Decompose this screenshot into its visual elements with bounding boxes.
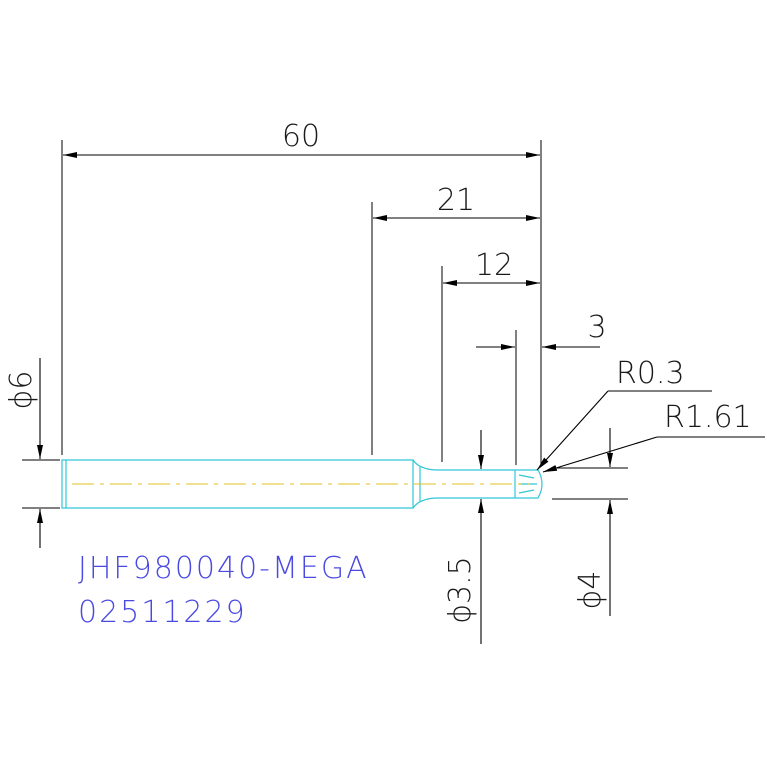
- dim-neck-length: 21: [371, 183, 540, 455]
- dim-3-label: 3: [587, 310, 606, 345]
- dim-shank-diameter: ϕ6: [4, 358, 60, 548]
- phi35-label: ϕ3.5: [443, 556, 478, 624]
- dim-reduced-length: 12: [441, 248, 540, 462]
- dim-flute-length: 3: [476, 310, 607, 465]
- dim-60-label: 60: [282, 119, 320, 154]
- phi4-label: ϕ4: [573, 571, 608, 610]
- serial-number: 02511229: [78, 595, 247, 630]
- dim-corner-radius: R0.3: [536, 356, 712, 471]
- dim-overall-length: 60: [61, 119, 542, 465]
- phi6-label: ϕ6: [4, 371, 39, 410]
- r03-label: R0.3: [616, 356, 685, 391]
- dim-neck-diameter: ϕ3.5: [443, 430, 484, 644]
- dim-cutter-diameter: ϕ4: [552, 428, 628, 616]
- part-number: JHF980040-MEGA: [78, 551, 369, 586]
- r161-label: R1.61: [664, 400, 752, 435]
- dim-ball-radius: R1.61: [542, 400, 765, 473]
- dim-12-label: 12: [475, 248, 513, 283]
- dim-21-label: 21: [437, 183, 475, 218]
